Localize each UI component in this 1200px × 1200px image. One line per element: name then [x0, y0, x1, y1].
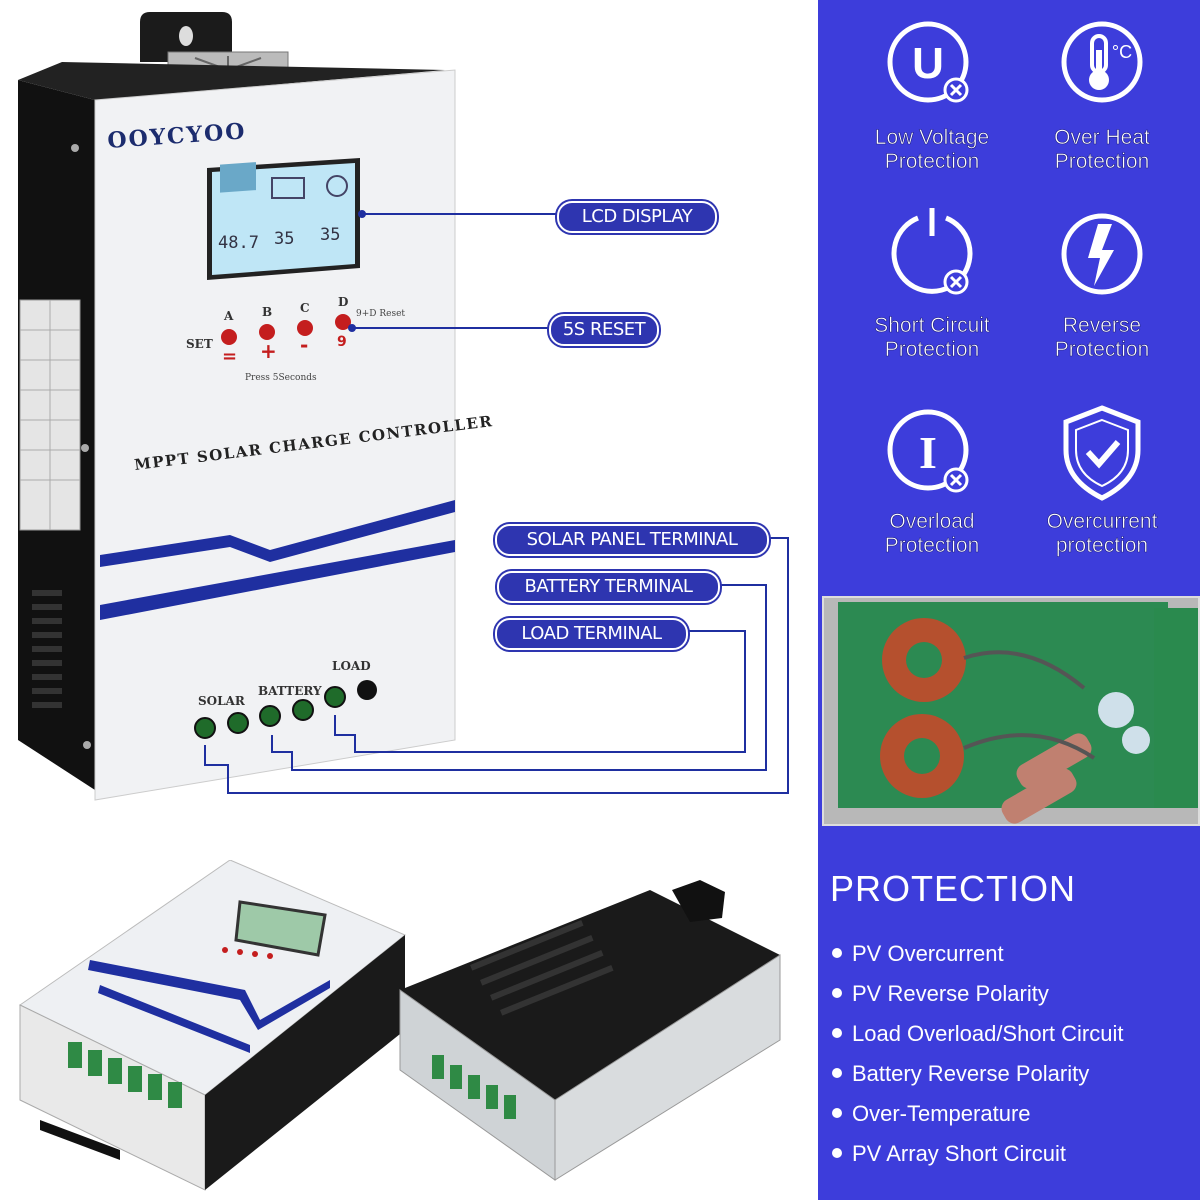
button-b-sign: + — [260, 339, 277, 363]
svg-text:I: I — [919, 427, 937, 478]
button-d-letter: D — [338, 295, 348, 309]
protection-title: PROTECTION — [830, 868, 1077, 909]
feature-label-line1: Reverse — [1062, 314, 1142, 338]
battery-icon — [271, 177, 305, 199]
solar-terminal-label: SOLAR — [198, 694, 246, 708]
controller-front-panel — [94, 69, 456, 801]
pcb-photo — [822, 596, 1200, 826]
mounting-bracket — [140, 12, 232, 62]
feature-label-line1: Overcurrent — [1046, 510, 1158, 534]
callout-5s-reset: 5S RESET — [549, 314, 659, 346]
callout-solar-panel-terminal: SOLAR PANEL TERMINAL — [495, 524, 769, 556]
list-item: PV Reverse Polarity — [832, 974, 1123, 1014]
lcd-load-value: 35 — [320, 225, 340, 245]
lcd-pv-value: 48.7 — [218, 233, 259, 253]
list-item: PV Array Short Circuit — [832, 1134, 1123, 1174]
set-label: SET — [186, 337, 213, 351]
feature-label-line1: Overload — [889, 510, 975, 534]
overcurrent-shield-icon — [1063, 405, 1141, 501]
load-terminal-label: LOAD — [332, 659, 371, 673]
lcd-screen: 48.7 35 35 — [207, 158, 360, 280]
callout-load-terminal: LOAD TERMINAL — [495, 618, 688, 650]
button-a[interactable] — [221, 329, 237, 345]
solar-panel-icon — [220, 162, 256, 193]
list-item: Battery Reverse Polarity — [832, 1054, 1123, 1094]
blue-stripes — [100, 500, 455, 620]
list-item: PV Overcurrent — [832, 934, 1123, 974]
button-c-letter: C — [300, 301, 310, 315]
feature-label-line1: Over Heat — [1054, 126, 1150, 150]
button-a-letter: A — [223, 309, 234, 323]
reset-hint: 9+D Reset — [356, 309, 405, 319]
battery-terminal-label: BATTERY — [258, 684, 322, 698]
control-buttons: SET A B C D = + - 9 9+D Reset Press 5Sec… — [186, 295, 405, 383]
feature-label-line1: Low Voltage — [874, 126, 990, 150]
list-item: Over-Temperature — [832, 1094, 1123, 1134]
svg-text:°C: °C — [1112, 42, 1132, 62]
protection-list: PV Overcurrent PV Reverse Polarity Load … — [832, 934, 1123, 1174]
bulb-icon — [326, 175, 348, 197]
feature-label-line2: Protection — [884, 150, 980, 174]
short-circuit-icon — [891, 208, 973, 295]
feature-label-line2: Protection — [884, 534, 980, 558]
button-a-sign: = — [222, 346, 237, 367]
button-c-sign: - — [300, 333, 308, 357]
reverse-icon — [1061, 213, 1143, 295]
callout-lines — [204, 210, 789, 794]
button-d-sign: 9 — [337, 334, 347, 350]
list-item: Load Overload/Short Circuit — [832, 1014, 1123, 1054]
feature-label-line2: protection — [1055, 534, 1149, 558]
svg-text:U: U — [912, 39, 944, 88]
feature-label-line2: Protection — [1054, 150, 1150, 174]
press-hint: Press 5Seconds — [245, 373, 317, 383]
feature-label-line2: Protection — [884, 338, 980, 362]
button-d[interactable] — [335, 314, 351, 330]
callout-battery-terminal: BATTERY TERMINAL — [497, 571, 720, 603]
controller-additional-views — [19, 860, 781, 1191]
over-heat-icon: °C — [1061, 21, 1143, 103]
side-vents — [32, 590, 62, 708]
button-c[interactable] — [297, 320, 313, 336]
overload-icon: I — [887, 409, 969, 493]
button-b[interactable] — [259, 324, 275, 340]
button-b-letter: B — [262, 305, 272, 319]
feature-label-line1: Short Circuit — [874, 314, 990, 338]
controller-top-view — [399, 880, 781, 1181]
callout-lcd-display: LCD DISPLAY — [557, 201, 717, 233]
controller-front-illustration: OOYCYOO 48.7 35 35 SET A B C D = + - 9 9… — [18, 12, 789, 801]
feature-label-line2: Protection — [1054, 338, 1150, 362]
low-voltage-icon: U — [887, 21, 969, 103]
lcd-battery-value: 35 — [274, 229, 294, 249]
controller-angle-view — [19, 860, 406, 1191]
terminal-screws — [194, 680, 377, 739]
